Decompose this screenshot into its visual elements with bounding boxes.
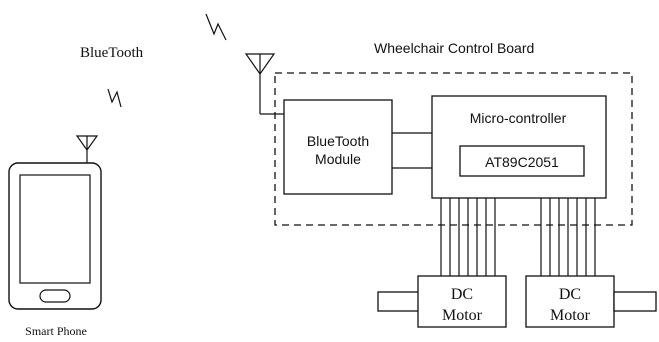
bluetooth-title: BlueTooth [80, 45, 144, 61]
right-dc-motor-box [525, 275, 615, 328]
signal-icon-phone [107, 88, 122, 108]
antenna-icon-board [244, 53, 285, 115]
right-motor-shaft [613, 291, 657, 312]
signal-icon-board [205, 13, 227, 41]
smartphone-icon [8, 162, 102, 310]
bluetooth-module-box [283, 99, 393, 195]
left-motor-label-1: DC [451, 286, 473, 303]
antenna-icon-phone [75, 135, 99, 163]
left-motor-shaft [377, 291, 421, 312]
smart-phone-label: Smart Phone [25, 324, 87, 338]
bluetooth-module-label-2: Module [315, 151, 361, 167]
right-motor-wires [540, 198, 596, 276]
left-dc-motor-box [417, 275, 507, 328]
left-motor-label-2: Motor [442, 307, 483, 324]
chip-box [459, 145, 585, 177]
bluetooth-module-label-1: BlueTooth [307, 133, 369, 149]
board-title: Wheelchair Control Board [374, 40, 534, 56]
right-motor-label-1: DC [559, 286, 581, 303]
left-motor-wires [440, 198, 496, 276]
control-board-boundary [274, 72, 633, 226]
microcontroller-label: Micro-controller [470, 110, 567, 126]
chip-label: AT89C2051 [485, 154, 559, 170]
right-motor-label-2: Motor [550, 307, 591, 324]
